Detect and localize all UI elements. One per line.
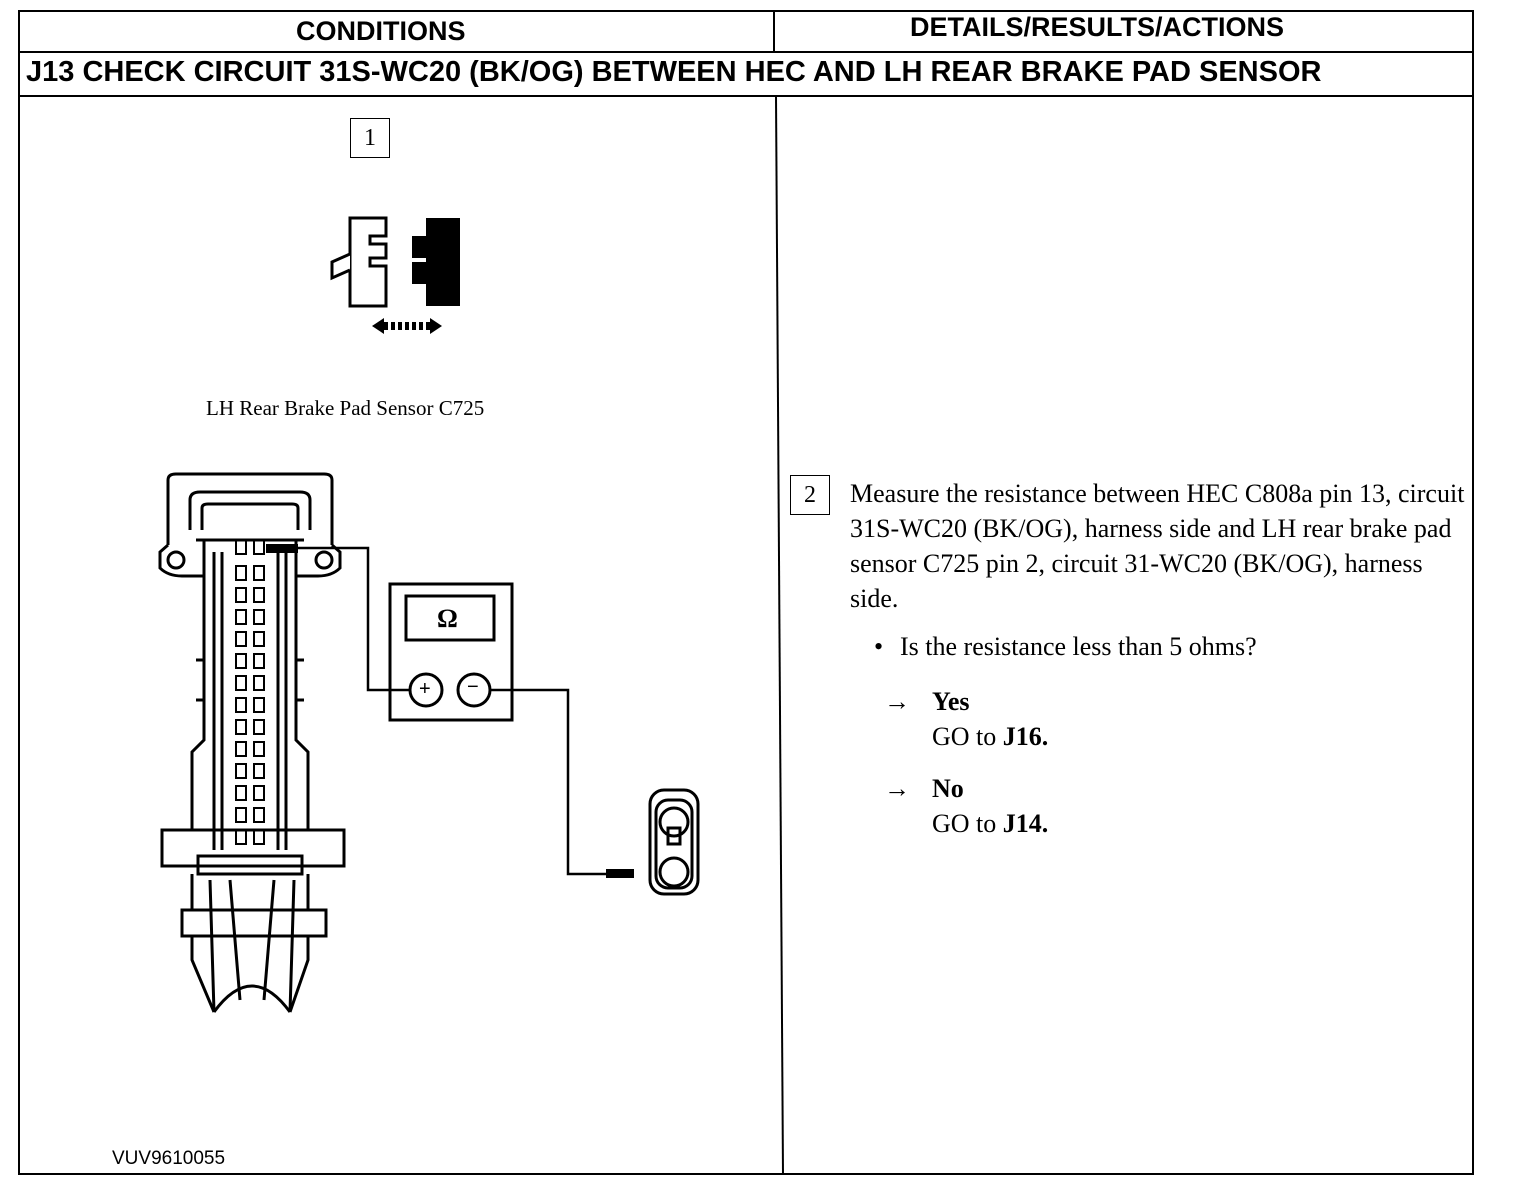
step-2-number: 2 bbox=[790, 475, 830, 515]
connector-caption: LH Rear Brake Pad Sensor C725 bbox=[206, 396, 485, 420]
page-title: J13 CHECK CIRCUIT 31S-WC20 (BK/OG) BETWE… bbox=[26, 56, 1322, 88]
meter-plus-terminal: + bbox=[419, 678, 431, 700]
yes-arrow-icon: → bbox=[884, 687, 910, 716]
meter-minus-terminal: − bbox=[467, 676, 479, 698]
yes-action-target: J16. bbox=[1002, 722, 1049, 751]
yes-action: GO to J16. bbox=[932, 719, 1048, 754]
table-frame bbox=[18, 10, 1474, 1175]
ohm-symbol: Ω bbox=[437, 604, 458, 633]
no-action-prefix: GO to bbox=[932, 809, 1003, 838]
yes-action-prefix: GO to bbox=[932, 722, 1003, 751]
question-text: Is the resistance less than 5 ohms? bbox=[900, 632, 1257, 661]
no-label: No bbox=[932, 774, 964, 803]
header-conditions: CONDITIONS bbox=[296, 16, 466, 46]
figure-reference: VUV9610055 bbox=[112, 1148, 226, 1169]
answer-no: → No GO to J14. bbox=[884, 771, 1048, 841]
no-action: GO to J14. bbox=[932, 806, 1048, 841]
yes-label: Yes bbox=[932, 687, 970, 716]
step-1-number: 1 bbox=[350, 118, 390, 158]
bullet-icon: • bbox=[874, 632, 884, 661]
step-2-instruction: Measure the resistance between HEC C808a… bbox=[850, 479, 1465, 613]
no-action-target: J14. bbox=[1002, 809, 1049, 838]
question: • Is the resistance less than 5 ohms? bbox=[874, 632, 1257, 662]
no-arrow-icon: → bbox=[884, 774, 910, 803]
header-details: DETAILS/RESULTS/ACTIONS bbox=[910, 12, 1285, 42]
answer-yes: → Yes GO to J16. bbox=[884, 684, 1048, 754]
